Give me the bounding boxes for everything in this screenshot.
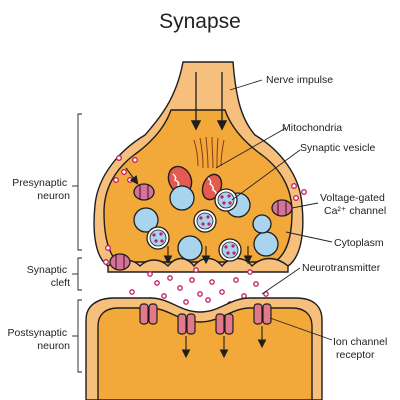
calcium-ions	[103, 155, 307, 265]
vesicle-loaded	[218, 238, 242, 262]
vesicles-loaded	[146, 188, 242, 262]
calcium-channel-lower	[109, 253, 131, 271]
vesicles-plain	[133, 185, 279, 261]
cleft-dots-release	[147, 267, 253, 277]
label-calcium-channel: Voltage-gated Ca²⁺ channel	[320, 192, 388, 217]
release-arrows	[163, 246, 253, 265]
microtubules	[193, 136, 225, 169]
section-brackets	[72, 113, 82, 373]
ion-channel-receptor	[139, 303, 158, 325]
label-ion-channel-receptor: Ion channel receptor	[333, 336, 390, 361]
label-neurotransmitter: Neurotransmitter	[302, 262, 381, 274]
neurotransmitters	[129, 275, 269, 307]
vesicle-loaded	[214, 188, 238, 212]
label-cytoplasm: Cytoplasm	[334, 237, 384, 249]
label-presynaptic: Presynaptic neuron	[12, 177, 70, 202]
presynaptic-neuron	[93, 61, 307, 273]
page-title: Synapse	[159, 10, 241, 33]
ion-channel-receptor	[253, 303, 272, 325]
calcium-channel-left	[133, 183, 155, 201]
ion-channel-receptor	[177, 313, 196, 335]
calcium-influx-arrow	[125, 167, 139, 185]
ion-channel-receptor	[215, 313, 234, 335]
calcium-channel-right	[271, 199, 293, 217]
vesicle-loaded	[193, 209, 217, 233]
label-synaptic-vesicle: Synaptic vesicle	[300, 142, 375, 154]
postsynaptic-cytoplasm	[97, 307, 313, 400]
label-mitochondria: Mitochondria	[282, 122, 342, 134]
vesicle-loaded	[146, 226, 170, 250]
presynaptic-scallop	[107, 257, 289, 273]
ion-flow-arrows	[181, 326, 267, 359]
label-synaptic-cleft: Synaptic cleft	[27, 264, 70, 289]
postsynaptic-neuron	[85, 297, 323, 400]
leader-lines	[215, 79, 333, 341]
label-postsynaptic: Postsynaptic neuron	[8, 327, 71, 352]
label-nerve-impulse: Nerve impulse	[266, 74, 333, 86]
